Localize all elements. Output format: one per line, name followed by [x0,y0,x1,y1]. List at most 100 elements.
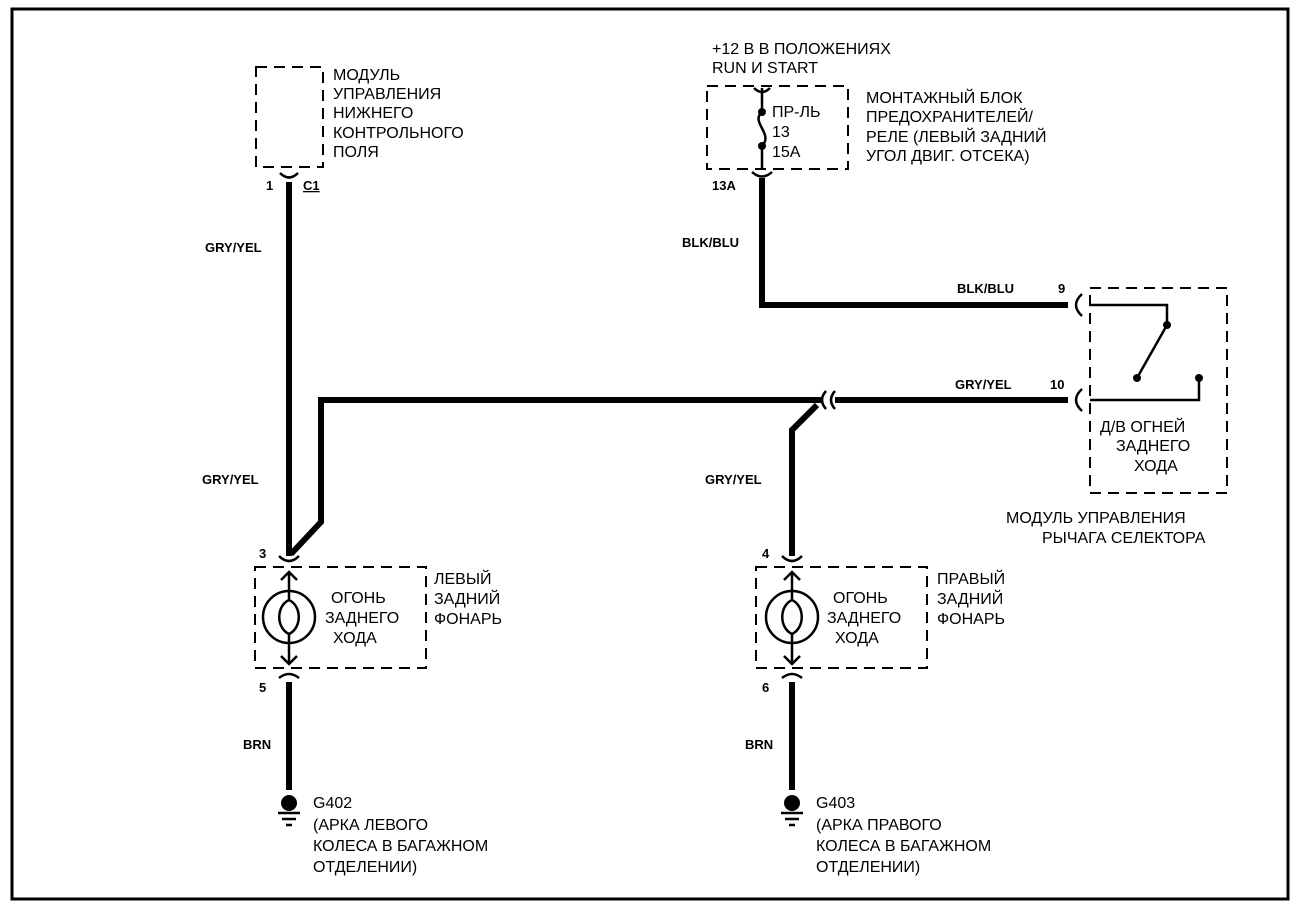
module-label-line: ПОЛЯ [333,144,379,161]
lamp-filament [781,572,794,664]
pin-label: 1 [266,178,273,193]
lamp-label-line: ЗАДНЕГО [827,610,901,627]
ground-label-line: ОТДЕЛЕНИИ) [313,859,417,876]
connector-symbol [280,570,298,581]
ground-label-line: (АРКА ЛЕВОГО [313,817,428,834]
pin-label: 9 [1058,281,1065,296]
ground-g403: G403 (АРКА ПРАВОГО КОЛЕСА В БАГАЖНОМ ОТД… [781,795,991,876]
ground-label-line: (АРКА ПРАВОГО [816,817,942,834]
module-label-line: КОНТРОЛЬНОГО [333,125,464,142]
switch-blade [1135,324,1169,379]
connector-symbol [1074,388,1083,412]
lamp-position-label-line: ЛЕВЫЙ [434,569,492,588]
fuse-block-label-line: РЕЛЕ (ЛЕВЫЙ ЗАДНИЙ [866,127,1047,146]
ground-id: G403 [816,795,855,812]
lamp-position-label-line: ФОНАРЬ [937,611,1005,628]
ground-icon [784,795,800,811]
fuse-block-label-line: УГОЛ ДВИГ. ОТСЕКА) [866,148,1030,165]
switch-lead [1090,378,1201,402]
lamp-position-label-line: ЗАДНИЙ [937,589,1003,608]
module-label-line: НИЖНЕГО [333,105,413,122]
connector-symbol [783,655,801,666]
ground-label-line: КОЛЕСА В БАГАЖНОМ [816,838,991,855]
inline-connector-symbol [829,390,836,410]
ground-label-line: КОЛЕСА В БАГАЖНОМ [313,838,488,855]
lamp-label-line: ХОДА [333,630,377,647]
lamp-filament [791,598,803,636]
ground-id: G402 [313,795,352,812]
fuse-label-line: 13 [772,124,790,141]
wire-color-label: GRY/YEL [202,472,259,487]
pin-label: 6 [762,680,769,695]
module-label-line: УПРАВЛЕНИЯ [333,86,441,103]
lamp-filament [278,572,291,664]
right-rear-lamp: 4 ОГОНЬ ЗАДНЕГО ХОДА ПРАВЫЙ ЗАДНИЙ ФОНАР… [755,546,1005,695]
connector-symbol [753,87,771,94]
selector-module-outline [1089,287,1228,494]
fuse-label-line: 15А [772,144,801,161]
module-outline [255,66,324,168]
selector-module-label-line: РЫЧАГА СЕЛЕКТОРА [1042,530,1206,547]
power-label-line: +12 В В ПОЛОЖЕНИЯХ [712,41,891,58]
connector-symbol [278,672,300,680]
pin-label: 13A [712,178,736,193]
wire-gry-yel-right [789,402,820,556]
lamp-label-line: ОГОНЬ [833,590,888,607]
lower-control-panel-module: МОДУЛЬ УПРАВЛЕНИЯ НИЖНЕГО КОНТРОЛЬНОГО П… [255,66,464,193]
wire-gry-yel-horizontal [288,397,821,557]
wire-blk-blu [759,178,1068,308]
diagram-frame [10,7,1290,901]
wire-color-label: BLK/BLU [957,281,1014,296]
lamp-filament [288,598,300,636]
pin-label: 3 [259,546,266,561]
wires [286,178,1068,790]
connector-symbol [1074,293,1083,317]
pin-label: 10 [1050,377,1064,392]
wire-color-label: BRN [745,737,773,752]
fuse-block-label-line: ПРЕДОХРАНИТЕЛЕЙ/ [866,107,1034,126]
wire-color-label: GRY/YEL [205,240,262,255]
inline-connector-symbol [820,390,827,410]
ground-label-line: ОТДЕЛЕНИИ) [816,859,920,876]
fuse-label-line: ПР-ЛЬ [772,104,821,121]
lamp-position-label-line: ЗАДНИЙ [434,589,500,608]
pin-label: 4 [762,546,770,561]
power-label-line: RUN И START [712,60,818,77]
module-label-line: МОДУЛЬ [333,67,400,84]
left-rear-lamp: 3 ОГОНЬ ЗАДНЕГО ХОДА ЛЕВЫЙ ЗАДНИЙ ФОНАРЬ… [254,546,502,695]
connector-symbol [280,655,298,666]
pin-label: 5 [259,680,266,695]
lamp-position-label-line: ФОНАРЬ [434,611,502,628]
wire-color-label: GRY/YEL [955,377,1012,392]
lamp-housing-outline [755,566,928,669]
fuse-block-label-line: МОНТАЖНЫЙ БЛОК [866,88,1023,107]
fuse-block: +12 В В ПОЛОЖЕНИЯХ RUN И START ПР-ЛЬ 13 … [706,41,1047,193]
ground-g402: G402 (АРКА ЛЕВОГО КОЛЕСА В БАГАЖНОМ ОТДЕ… [278,795,488,876]
lamp-label-line: ОГОНЬ [331,590,386,607]
lamp-label-line: ЗАДНЕГО [325,610,399,627]
lamp-housing-outline [254,566,427,669]
switch-label-line: Д/В ОГНЕЙ [1100,417,1185,436]
selector-module-label-line: МОДУЛЬ УПРАВЛЕНИЯ [1006,510,1186,527]
connector-symbol [279,172,299,179]
switch-label-line: ЗАДНЕГО [1116,438,1190,455]
connector-label: C1 [303,178,320,193]
selector-lever-module: 9 10 Д/В ОГНЕЙ ЗАДНЕГО ХОДА МОДУЛЬ УПРАВ… [1006,281,1228,547]
connector-symbol [278,555,300,563]
connector-symbol [751,171,773,178]
wire-color-label: GRY/YEL [705,472,762,487]
fuse-block-outline [706,85,849,170]
lamp-label-line: ХОДА [835,630,879,647]
switch-lead [1090,303,1169,325]
wire-color-label: BLK/BLU [682,235,739,250]
wire-color-label: BRN [243,737,271,752]
connector-symbol [781,555,803,563]
switch-contact [1133,374,1141,382]
connector-symbol [783,570,801,581]
connector-symbol [781,672,803,680]
switch-label-line: ХОДА [1134,458,1178,475]
ground-icon [281,795,297,811]
lamp-position-label-line: ПРАВЫЙ [937,569,1005,588]
fuse-element [757,111,767,147]
